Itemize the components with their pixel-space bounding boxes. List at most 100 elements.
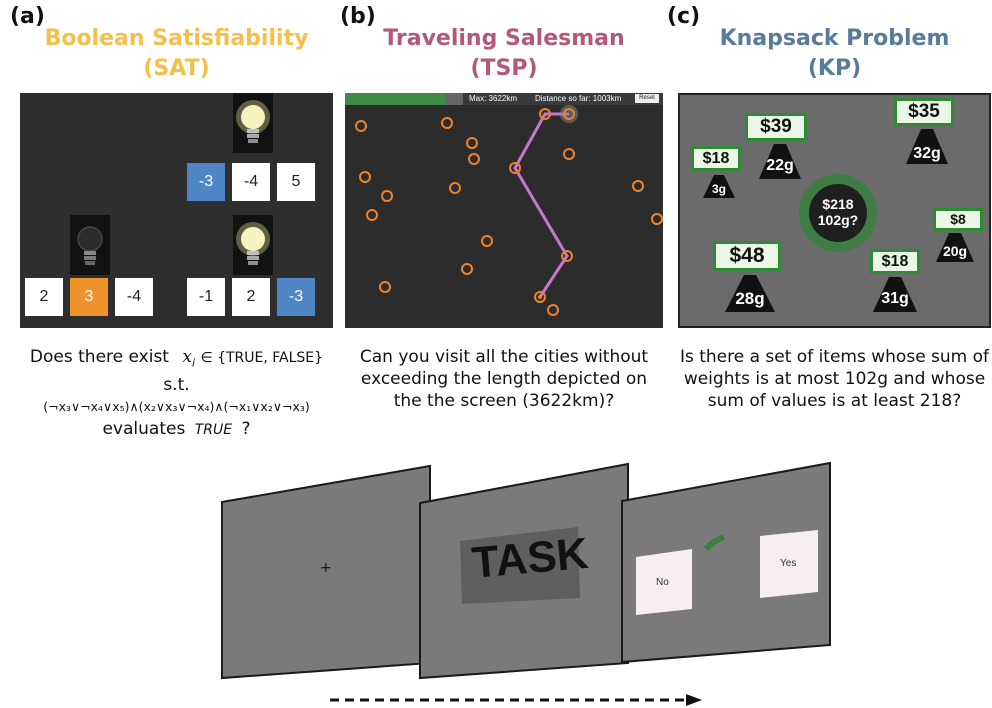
city-node[interactable] [441, 117, 453, 129]
kp-title-line2: (KP) [807, 56, 862, 81]
task-card [460, 527, 580, 604]
city-node[interactable] [461, 263, 473, 275]
kp-target-ring [799, 174, 877, 252]
tsp-reset-button[interactable]: Reset [635, 94, 659, 103]
panel-letter-a: (a) [10, 4, 45, 29]
kp-weight-icon [936, 233, 974, 262]
kp-weight-icon [906, 129, 948, 164]
tsp-progress-fill [345, 93, 446, 105]
sat-question-line2: s.t. [163, 375, 190, 396]
tsp-screen: Max: 3622km Distance so far: 1003km Rese… [345, 93, 663, 328]
no-button[interactable] [636, 549, 692, 615]
kp-weight-label: 28g [735, 289, 765, 308]
city-node[interactable] [355, 120, 367, 132]
kp-screen: $39 22g $35 32g $18 3g $8 20g $48 28g $1… [678, 93, 991, 328]
sat-literal-cell[interactable]: 3 [70, 278, 108, 316]
sat-question-mark: ? [241, 419, 251, 440]
kp-title: Knapsack Problem (KP) [678, 24, 991, 84]
tsp-title-line2: (TSP) [470, 56, 538, 81]
kp-price-tag[interactable]: $48 [713, 241, 781, 271]
kp-weight-label: 22g [766, 157, 794, 174]
sat-title-line1: Boolean Satisfiability [44, 26, 309, 51]
city-node[interactable] [632, 180, 644, 192]
tsp-title-line1: Traveling Salesman [383, 26, 625, 51]
timer-arc [703, 534, 725, 552]
sat-question-formula: (¬x₃∨¬x₄∨x₅)∧(x₂∨x₃∨¬x₄)∧(¬x₁∨x₂∨¬x₃) [43, 399, 310, 415]
fixation-cross: + [320, 560, 332, 576]
kp-question: Is there a set of items whose sum of wei… [679, 347, 990, 411]
time-arrow-head [686, 694, 702, 706]
sat-literal-cell[interactable]: 2 [232, 278, 270, 316]
tsp-question: Can you visit all the cities without exc… [359, 347, 649, 411]
city-node[interactable] [651, 213, 663, 225]
city-node[interactable] [466, 137, 478, 149]
sat-literal-cell[interactable]: -3 [277, 278, 315, 316]
city-node[interactable] [366, 209, 378, 221]
kp-weight-icon [873, 277, 917, 312]
response-screen [621, 461, 831, 664]
current-city-highlight [560, 105, 578, 123]
kp-price-tag[interactable]: $39 [745, 113, 807, 141]
kp-target-capacity: 102g? [817, 212, 859, 228]
kp-target-value: $218 [822, 196, 854, 212]
sat-title-line2: (SAT) [143, 56, 210, 81]
no-label[interactable]: No [656, 577, 669, 588]
city-node[interactable] [561, 250, 573, 262]
kp-weight-icon [759, 144, 801, 179]
city-node[interactable] [534, 291, 546, 303]
sat-question-var: x [182, 347, 192, 367]
yes-button[interactable] [760, 530, 818, 598]
tsp-progress-track [345, 93, 463, 105]
start-city-dot [538, 295, 542, 299]
kp-price-tag[interactable]: $18 [691, 146, 741, 171]
city-node[interactable] [539, 108, 551, 120]
sat-literal-cell[interactable]: -3 [187, 163, 225, 201]
city-node[interactable] [381, 190, 393, 202]
sat-literal-cell[interactable]: -1 [187, 278, 225, 316]
task-label: TASK [470, 528, 591, 588]
city-node[interactable] [481, 235, 493, 247]
current-city-node[interactable] [563, 108, 575, 120]
tsp-route [513, 112, 569, 298]
tsp-distance-label: Distance so far: 1003km [535, 94, 622, 103]
city-node[interactable] [468, 153, 480, 165]
panel-letter-b: (b) [340, 4, 376, 29]
yes-label[interactable]: Yes [780, 558, 797, 569]
city-node[interactable] [449, 182, 461, 194]
city-node[interactable] [509, 162, 521, 174]
sat-question-line4a: evaluates [102, 419, 186, 440]
kp-target-label: $218 102g? [798, 196, 878, 228]
kp-price-tag[interactable]: $18 [870, 249, 920, 274]
sat-question: Does there exist xi ∈ {TRUE, FALSE} s.t.… [10, 346, 343, 441]
sat-question-sub: i [191, 356, 196, 370]
kp-weight-icon [725, 275, 775, 312]
city-node[interactable] [359, 171, 371, 183]
sat-question-set: ∈ {TRUE, FALSE} [200, 350, 324, 366]
kp-price-tag[interactable]: $8 [933, 208, 983, 231]
sat-title: Boolean Satisfiability (SAT) [20, 24, 333, 84]
sat-question-true: TRUE [194, 422, 233, 439]
sat-literal-cell[interactable]: -4 [115, 278, 153, 316]
tsp-max-label: Max: 3622km [469, 94, 518, 103]
kp-weight-label: 20g [942, 243, 968, 259]
sat-literal-cell[interactable]: 2 [25, 278, 63, 316]
kp-weight-label: 31g [881, 290, 909, 307]
city-node[interactable] [547, 304, 559, 316]
sat-screen: -3 -4 5 2 3 -4 -1 2 -3 [20, 93, 333, 328]
sat-literal-cell[interactable]: 5 [277, 163, 315, 201]
kp-weight-label: 3g [711, 182, 726, 196]
sat-literal-cell[interactable]: -4 [232, 163, 270, 201]
tsp-map [355, 105, 663, 316]
city-node[interactable] [563, 148, 575, 160]
lightbulb-off-icon [70, 215, 110, 275]
sat-question-line1: Does there exist [29, 347, 169, 367]
lightbulb-lit-icon [233, 215, 273, 275]
lightbulb-lit-icon [233, 93, 273, 153]
city-node[interactable] [379, 281, 391, 293]
tsp-title: Traveling Salesman (TSP) [345, 24, 663, 84]
kp-weight-label: 32g [913, 145, 941, 162]
panel-letter-c: (c) [667, 4, 701, 29]
kp-title-line1: Knapsack Problem [719, 26, 950, 51]
kp-price-tag[interactable]: $35 [894, 98, 954, 126]
